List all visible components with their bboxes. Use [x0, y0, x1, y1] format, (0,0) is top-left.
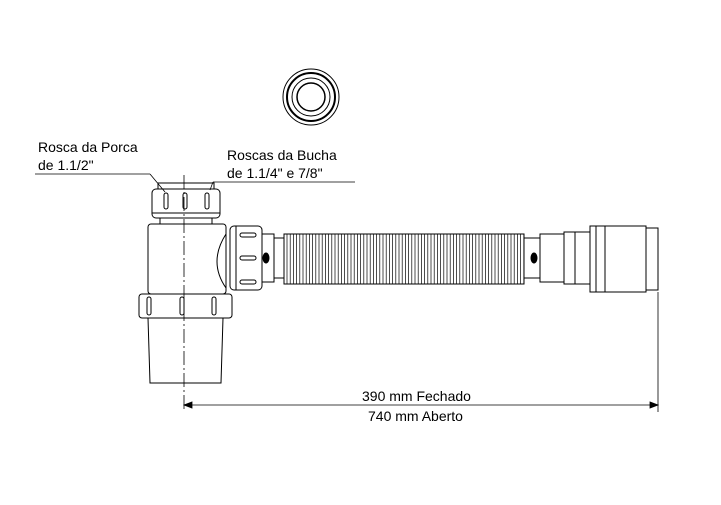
outlet-adapter	[523, 225, 659, 293]
closed-length-label: 390 mm Fechado	[362, 388, 471, 404]
nut-thread-label-line2: de 1.1/2"	[38, 157, 94, 173]
leader-lines	[35, 173, 355, 193]
dimension-line	[182, 292, 660, 412]
cup	[147, 317, 224, 384]
nut-thread-label-line1: Rosca da Porca	[38, 139, 138, 155]
side-nut	[229, 225, 285, 291]
bushing-thread-label-line2: de 1.1/4" e 7/8"	[227, 165, 323, 181]
flexible-hose	[283, 233, 525, 285]
bushing-thread-label-line1: Roscas da Bucha	[227, 147, 337, 163]
open-length-label: 740 mm Aberto	[368, 408, 463, 424]
lower-nut	[138, 293, 233, 319]
siphon-body	[147, 223, 227, 295]
top-view-ring	[282, 68, 340, 126]
